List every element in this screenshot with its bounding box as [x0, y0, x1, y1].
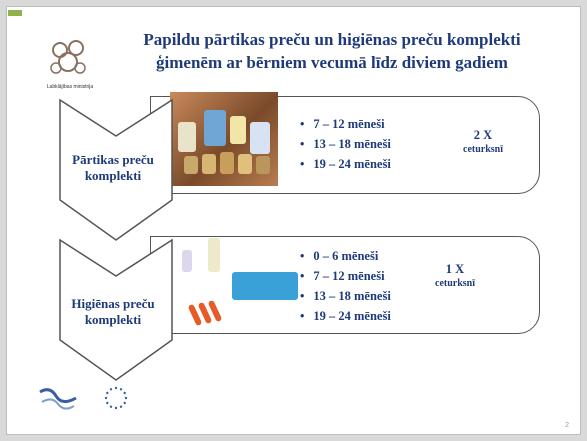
- frequency-value: 2 X: [473, 128, 493, 142]
- list-item: 19 – 24 mēneši: [300, 154, 390, 174]
- food-kit-label-line1: Pārtikas preču: [72, 152, 154, 167]
- box-shape: [204, 110, 226, 146]
- hygiene-frequency: 1 X ceturksnī: [410, 262, 500, 290]
- list-item: 7 – 12 mēneši: [300, 266, 391, 286]
- page-title: Papildu pārtikas preču un higiēnas preču…: [112, 28, 552, 74]
- logo-caption: Labklājības ministrija: [46, 84, 94, 90]
- fund-logo-icon: [39, 388, 77, 410]
- jar-shape: [238, 154, 252, 174]
- jar-shape: [220, 152, 234, 174]
- hygiene-kit-label: Higiēnas preču komplekti: [58, 296, 168, 328]
- list-item: 7 – 12 mēneši: [300, 114, 391, 134]
- box-shape: [250, 122, 270, 154]
- eu-flag-icon: [104, 386, 128, 410]
- title-line-1: Papildu pārtikas preču un higiēnas preču…: [143, 30, 521, 49]
- bottle-shape: [182, 250, 192, 272]
- frequency-unit: ceturksnī: [435, 278, 475, 289]
- title-line-2: ģimenēm ar bērniem vecumā līdz diviem ga…: [156, 53, 508, 72]
- food-frequency: 2 X ceturksnī: [438, 128, 528, 156]
- jar-shape: [256, 156, 270, 174]
- accent-bar: [8, 10, 22, 16]
- food-kit-label: Pārtikas preču komplekti: [58, 152, 168, 184]
- hygiene-kit-label-line2: komplekti: [84, 312, 142, 327]
- bottle-shape: [208, 238, 220, 272]
- list-item: 19 – 24 mēneši: [300, 306, 390, 326]
- page-number: 2: [565, 422, 569, 429]
- food-age-list: 7 – 12 mēneši 13 – 18 mēneši 19 – 24 mēn…: [300, 114, 391, 174]
- hygiene-products-photo: [232, 272, 298, 300]
- chevron-food: [59, 98, 173, 241]
- jar-shape: [230, 116, 246, 144]
- frequency-value: 1 X: [445, 262, 465, 276]
- frequency-unit: ceturksnī: [463, 144, 503, 155]
- list-item: 13 – 18 mēneši: [300, 286, 390, 306]
- food-kit-label-line2: komplekti: [84, 168, 142, 183]
- list-item: 13 – 18 mēneši: [300, 134, 390, 154]
- ministry-logo-icon: [50, 40, 86, 74]
- jar-shape: [184, 156, 198, 174]
- jar-shape: [202, 154, 216, 174]
- hygiene-age-list: 0 – 6 mēneši 7 – 12 mēneši 13 – 18 mēneš…: [300, 246, 391, 326]
- hygiene-kit-label-line1: Higiēnas preču: [71, 296, 155, 311]
- chevron-hygiene: [59, 238, 173, 381]
- food-products-photo: [170, 92, 278, 186]
- list-item: 0 – 6 mēneši: [300, 246, 391, 266]
- jar-shape: [178, 122, 196, 152]
